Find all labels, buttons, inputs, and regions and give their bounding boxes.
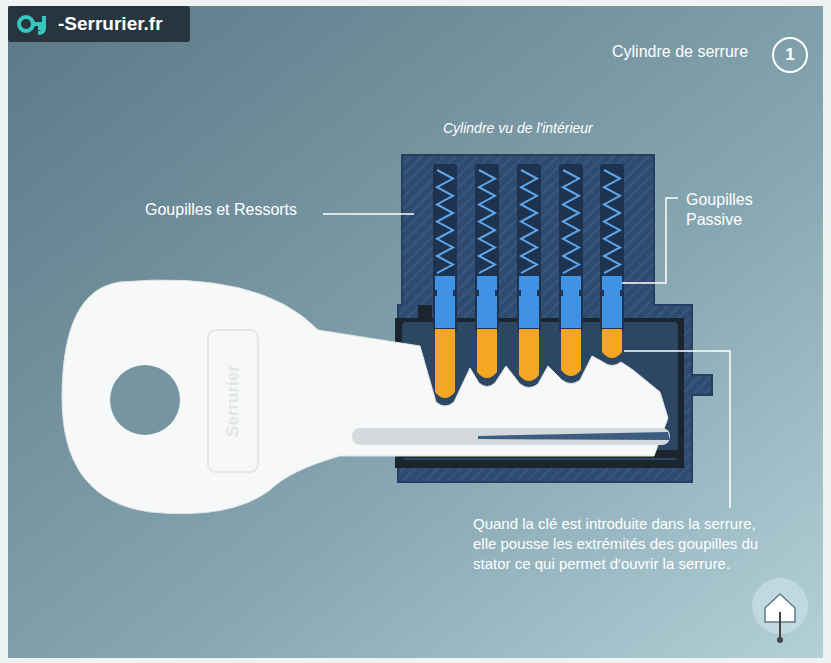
title: Cylindre de serrure bbox=[612, 43, 748, 61]
background bbox=[8, 6, 823, 658]
note: Quand la clé est introduite dans la serr… bbox=[473, 514, 773, 574]
house-icon bbox=[752, 578, 808, 643]
callout-text: 1 bbox=[785, 45, 794, 65]
key bbox=[62, 280, 670, 514]
logo-icon bbox=[8, 6, 190, 42]
leader-lines bbox=[323, 198, 730, 508]
brand-name: -Serrurier.fr bbox=[58, 13, 163, 35]
part-label: Goupilles Passive bbox=[686, 190, 778, 230]
callout-number: 1 bbox=[772, 37, 808, 73]
watermark: Serrurier bbox=[223, 365, 243, 437]
logo-box: -Serrurier.fr bbox=[8, 6, 190, 42]
view-caption: Cylindre vu de l'intérieur bbox=[443, 120, 593, 136]
part-label: Goupilles et Ressorts bbox=[145, 201, 297, 219]
